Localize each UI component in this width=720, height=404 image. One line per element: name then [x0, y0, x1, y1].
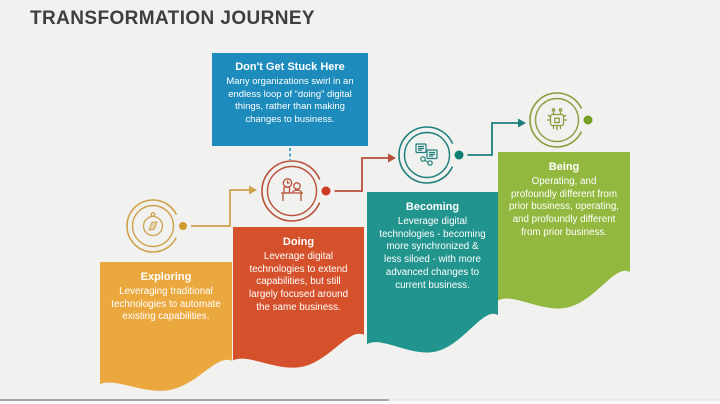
arrowhead-icon	[249, 185, 257, 195]
arrowhead-icon	[518, 118, 526, 128]
stage-title: Exploring	[140, 271, 192, 283]
synced-documents-icon	[415, 143, 438, 166]
becoming-ring-badge	[398, 126, 468, 184]
outer-ring	[126, 199, 180, 253]
callout-title: Don't Get Stuck Here	[235, 61, 345, 73]
connector-exploring-to-doing	[191, 189, 249, 227]
stage-title: Doing	[282, 236, 315, 248]
stage-card-exploring: Exploring Leveraging traditional technol…	[100, 262, 232, 392]
connector-becoming-to-being	[466, 122, 518, 156]
stage-body: Leverage digital technologies to extend …	[248, 251, 349, 313]
inner-ring	[266, 165, 318, 217]
connector-dot	[317, 182, 335, 200]
outer-ring	[398, 126, 456, 184]
video-progress-bar[interactable]	[0, 399, 720, 401]
connector-dot	[579, 111, 597, 129]
doing-ring-badge	[261, 160, 335, 222]
wave-card-shape	[100, 262, 232, 391]
inner-ring	[403, 131, 451, 179]
stage-title: Being	[548, 161, 580, 173]
arrowhead-icon	[388, 153, 396, 163]
wave-card-shape	[233, 227, 364, 368]
slide-bottom-edge	[0, 400, 720, 404]
connector-dot	[175, 218, 191, 234]
stage-card-becoming: Becoming Leverage digital technologies -…	[367, 192, 498, 354]
connector-dot	[450, 146, 468, 164]
stage-title: Becoming	[405, 201, 460, 213]
video-progress-fill[interactable]	[0, 399, 389, 401]
outer-ring	[529, 92, 585, 148]
stage-body: Leverage digital technologies - becoming…	[379, 216, 486, 291]
exploring-ring-badge	[126, 199, 191, 253]
callout-body: Many organizations swirl in an endless l…	[226, 76, 354, 125]
outer-ring	[261, 160, 323, 222]
inner-ring	[534, 97, 580, 143]
person-at-desk-icon	[281, 178, 303, 201]
wave-card-shape	[498, 152, 630, 309]
stage-card-doing: Doing Leverage digital technologies to e…	[233, 227, 364, 369]
wave-card-shape	[367, 192, 498, 353]
compass-icon	[142, 212, 164, 237]
stage-card-being: Being Operating, and profoundly differen…	[498, 152, 630, 310]
callout-dont-get-stuck: Don't Get Stuck Here Many organizations …	[212, 53, 368, 146]
inner-ring	[131, 204, 175, 248]
stage-body: Operating, and profoundly different from…	[508, 176, 619, 238]
connector-doing-to-becoming	[333, 157, 388, 192]
being-ring-badge	[529, 92, 597, 148]
robot-icon	[547, 108, 567, 130]
page-title: TRANSFORMATION JOURNEY	[30, 8, 316, 29]
stage-body: Leveraging traditional technologies to a…	[111, 286, 221, 323]
